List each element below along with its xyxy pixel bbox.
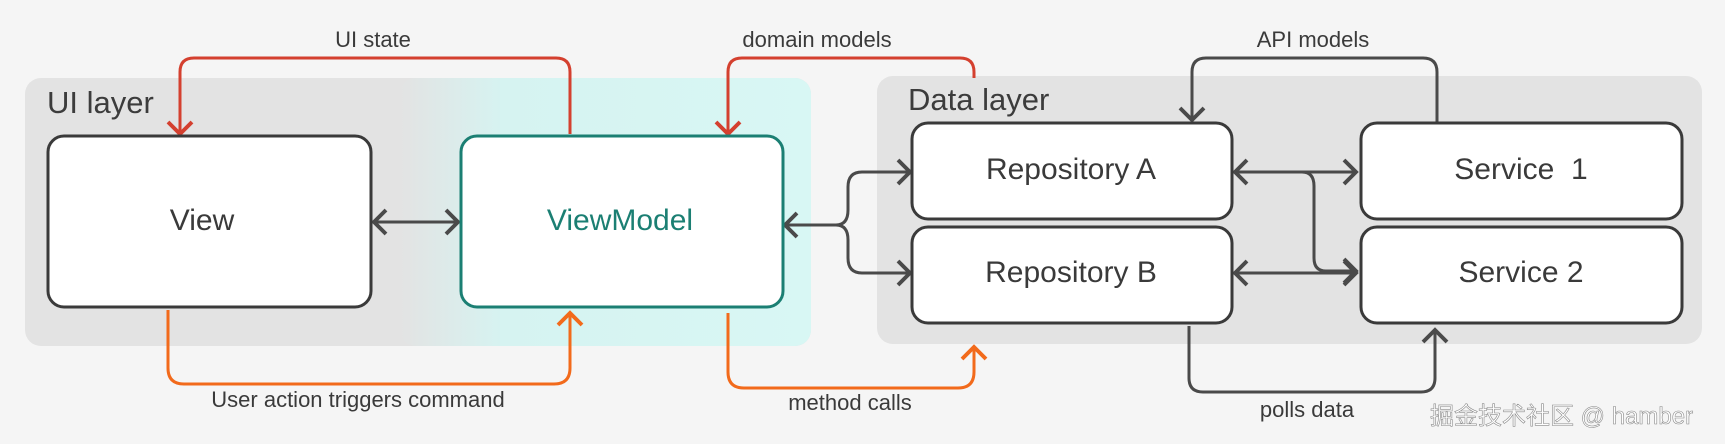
domain-models-label: domain models (742, 27, 891, 52)
repo-a-service-2-arrow (1292, 170, 1359, 285)
repository-b-label: Repository B (985, 256, 1157, 289)
viewmodel-box (459, 134, 785, 309)
viewmodel-repo-b-arrow (832, 223, 913, 287)
ui-layer-title: UI layer (47, 85, 154, 120)
service-1-box (1359, 121, 1684, 221)
api-models-label: API models (1257, 27, 1370, 52)
repository-a-box (910, 121, 1234, 221)
domain-models-arrow (714, 56, 976, 137)
user-action-label: User action triggers command (211, 387, 504, 412)
ui-state-label: UI state (335, 27, 411, 52)
repository-a-label: Repository A (986, 153, 1156, 186)
view-label: View (170, 204, 235, 237)
api-models-arrow (1178, 56, 1439, 123)
service-1-label: Service 1 (1454, 153, 1587, 186)
repository-b-box (910, 225, 1234, 325)
polls-data-label: polls data (1260, 397, 1355, 422)
viewmodel-label: ViewModel (547, 204, 693, 237)
data-layer-title: Data layer (908, 82, 1049, 117)
service-2-label: Service 2 (1458, 256, 1583, 289)
polls-data-arrow (1187, 326, 1449, 394)
watermark-text: 掘金技术社区 @ hamber (1430, 403, 1693, 430)
user-action-arrow (166, 310, 584, 386)
method-calls-label: method calls (788, 390, 912, 415)
method-calls-arrow (726, 313, 988, 390)
service-2-box (1359, 225, 1684, 325)
view-box (46, 134, 373, 309)
ui-state-arrow (166, 56, 572, 137)
